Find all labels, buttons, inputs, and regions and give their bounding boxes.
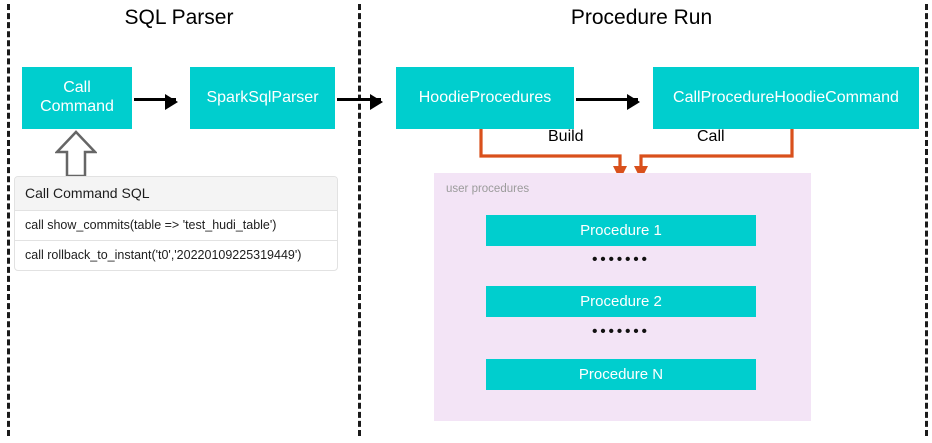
user-procedures-label: user procedures [446, 183, 530, 195]
call-command-sql-card: Call Command SQL call show_commits(table… [14, 176, 338, 271]
arrow-spark-sql-parser-to-hoodie-procedures-icon [337, 94, 383, 110]
arrow-up-hollow-icon [55, 130, 97, 178]
procedures-ellipsis: ••••••• [592, 251, 650, 268]
connector-label-call: Call [697, 128, 725, 145]
procedure-box[interactable]: Procedure N [486, 359, 756, 390]
node-call-command-line2: Command [40, 98, 114, 115]
procedure-box[interactable]: Procedure 1 [486, 215, 756, 246]
section-divider-right [925, 4, 928, 436]
call-command-sql-card-header: Call Command SQL [15, 177, 337, 211]
section-divider-left [7, 4, 10, 436]
node-call-command-line1: Call [63, 79, 91, 97]
procedure-box[interactable]: Procedure 2 [486, 286, 756, 317]
sql-statement-row: call rollback_to_instant('t0','202201092… [25, 248, 302, 262]
user-procedures-panel: user procedures Procedure 1 ••••••• Proc… [434, 173, 811, 421]
section-title-procedure-run: Procedure Run [570, 6, 713, 29]
connector-label-build: Build [548, 128, 584, 145]
arrow-hoodie-procedures-to-call-procedure-hoodie-command-icon [576, 94, 640, 110]
node-hoodie-procedures[interactable]: HoodieProcedures [396, 67, 574, 129]
section-title-sql-parser: SQL Parser [124, 6, 234, 29]
sql-statement-row: call show_commits(table => 'test_hudi_ta… [15, 211, 337, 241]
arrow-call-command-to-spark-sql-parser-icon [134, 94, 178, 110]
node-call-procedure-hoodie-command[interactable]: CallProcedureHoodieCommand [653, 67, 919, 129]
node-spark-sql-parser[interactable]: SparkSqlParser [190, 67, 335, 129]
node-call-command[interactable]: Call Command [22, 67, 132, 129]
procedures-ellipsis: ••••••• [592, 323, 650, 340]
section-divider-middle [358, 4, 361, 436]
node-call-command-label: Call Command [40, 79, 114, 117]
